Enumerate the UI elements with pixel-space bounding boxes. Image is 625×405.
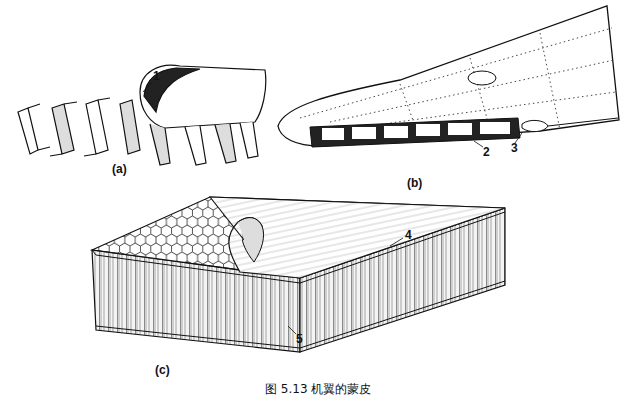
leader-line [474,141,483,147]
callout-number: 5 [296,333,303,345]
figure-caption: 图 5.13 机翼的蒙皮 [265,383,371,395]
stringers [18,98,140,156]
callout-number: 4 [405,229,412,241]
honeycomb-panel [92,197,505,352]
callout-number: 2 [483,146,490,158]
wing-panel [278,6,619,147]
sub-figure-label: (c) [155,364,170,376]
callout-number: 3 [511,142,518,154]
sub-figure-label: (a) [112,163,127,175]
skin-panel [140,65,266,165]
sub-figure-label: (b) [407,177,422,189]
leader-line [390,238,403,246]
callout-number: 1 [153,70,160,82]
leader-line [143,82,152,92]
leader-line [288,326,296,334]
